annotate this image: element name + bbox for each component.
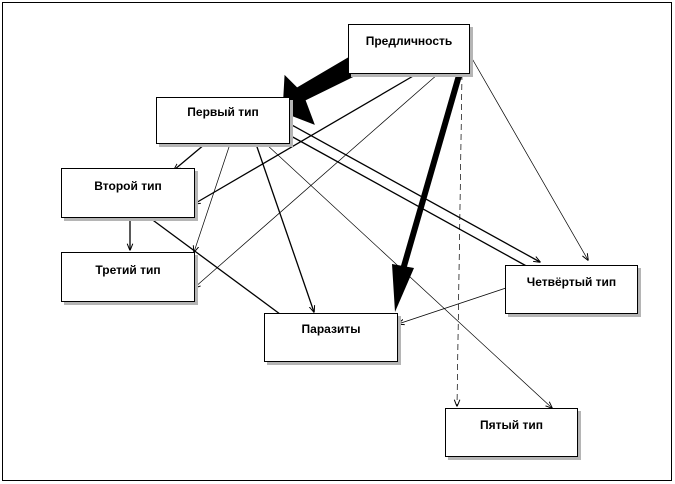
edge-predlichnost-perviy-fat — [282, 57, 359, 125]
node-vtoroy-tip-label: Второй тип — [94, 179, 162, 193]
node-chetvertiy-tip: Четвёртый тип — [505, 265, 638, 314]
node-predlichnost-label: Предличность — [365, 34, 453, 48]
node-pyatiy-tip-label: Пятый тип — [480, 418, 543, 432]
node-chetvertiy-tip-label: Четвёртый тип — [526, 275, 617, 289]
node-pyatiy-tip: Пятый тип — [445, 408, 578, 457]
node-perviy-tip: Первый тип — [156, 97, 290, 144]
edge-predlichnost-vtoroy — [194, 71, 421, 204]
node-tretiy-tip: Третий тип — [61, 252, 195, 302]
edge-vtoroy-parazity — [149, 217, 288, 320]
edge-predlichnost-chetvertiy — [469, 54, 588, 260]
edge-perviy-vtoroy — [174, 143, 206, 170]
edge-predlichnost-parazity-thick — [397, 71, 463, 281]
edge-perviy-pyatiy — [265, 143, 552, 408]
edge-predlichnost-pyatiy — [457, 73, 463, 406]
edge-predlichnost-tretiy — [194, 73, 439, 288]
edge-perviy-tretiy — [194, 143, 231, 252]
node-parazity: Паразиты — [264, 313, 398, 362]
node-perviy-tip-label: Первый тип — [187, 105, 259, 119]
edge-perviy-chetvertiy-b — [280, 130, 531, 269]
node-parazity-label: Паразиты — [301, 322, 361, 336]
edge-chetvertiy-parazity — [398, 287, 507, 324]
edge-predlichnost-parazity-head — [392, 264, 414, 312]
node-vtoroy-tip: Второй тип — [61, 168, 195, 218]
edge-perviy-chetvertiy-a — [289, 123, 540, 262]
node-tretiy-tip-label: Третий тип — [95, 263, 161, 277]
node-predlichnost: Предличность — [348, 24, 470, 74]
edge-perviy-parazity — [255, 143, 314, 312]
